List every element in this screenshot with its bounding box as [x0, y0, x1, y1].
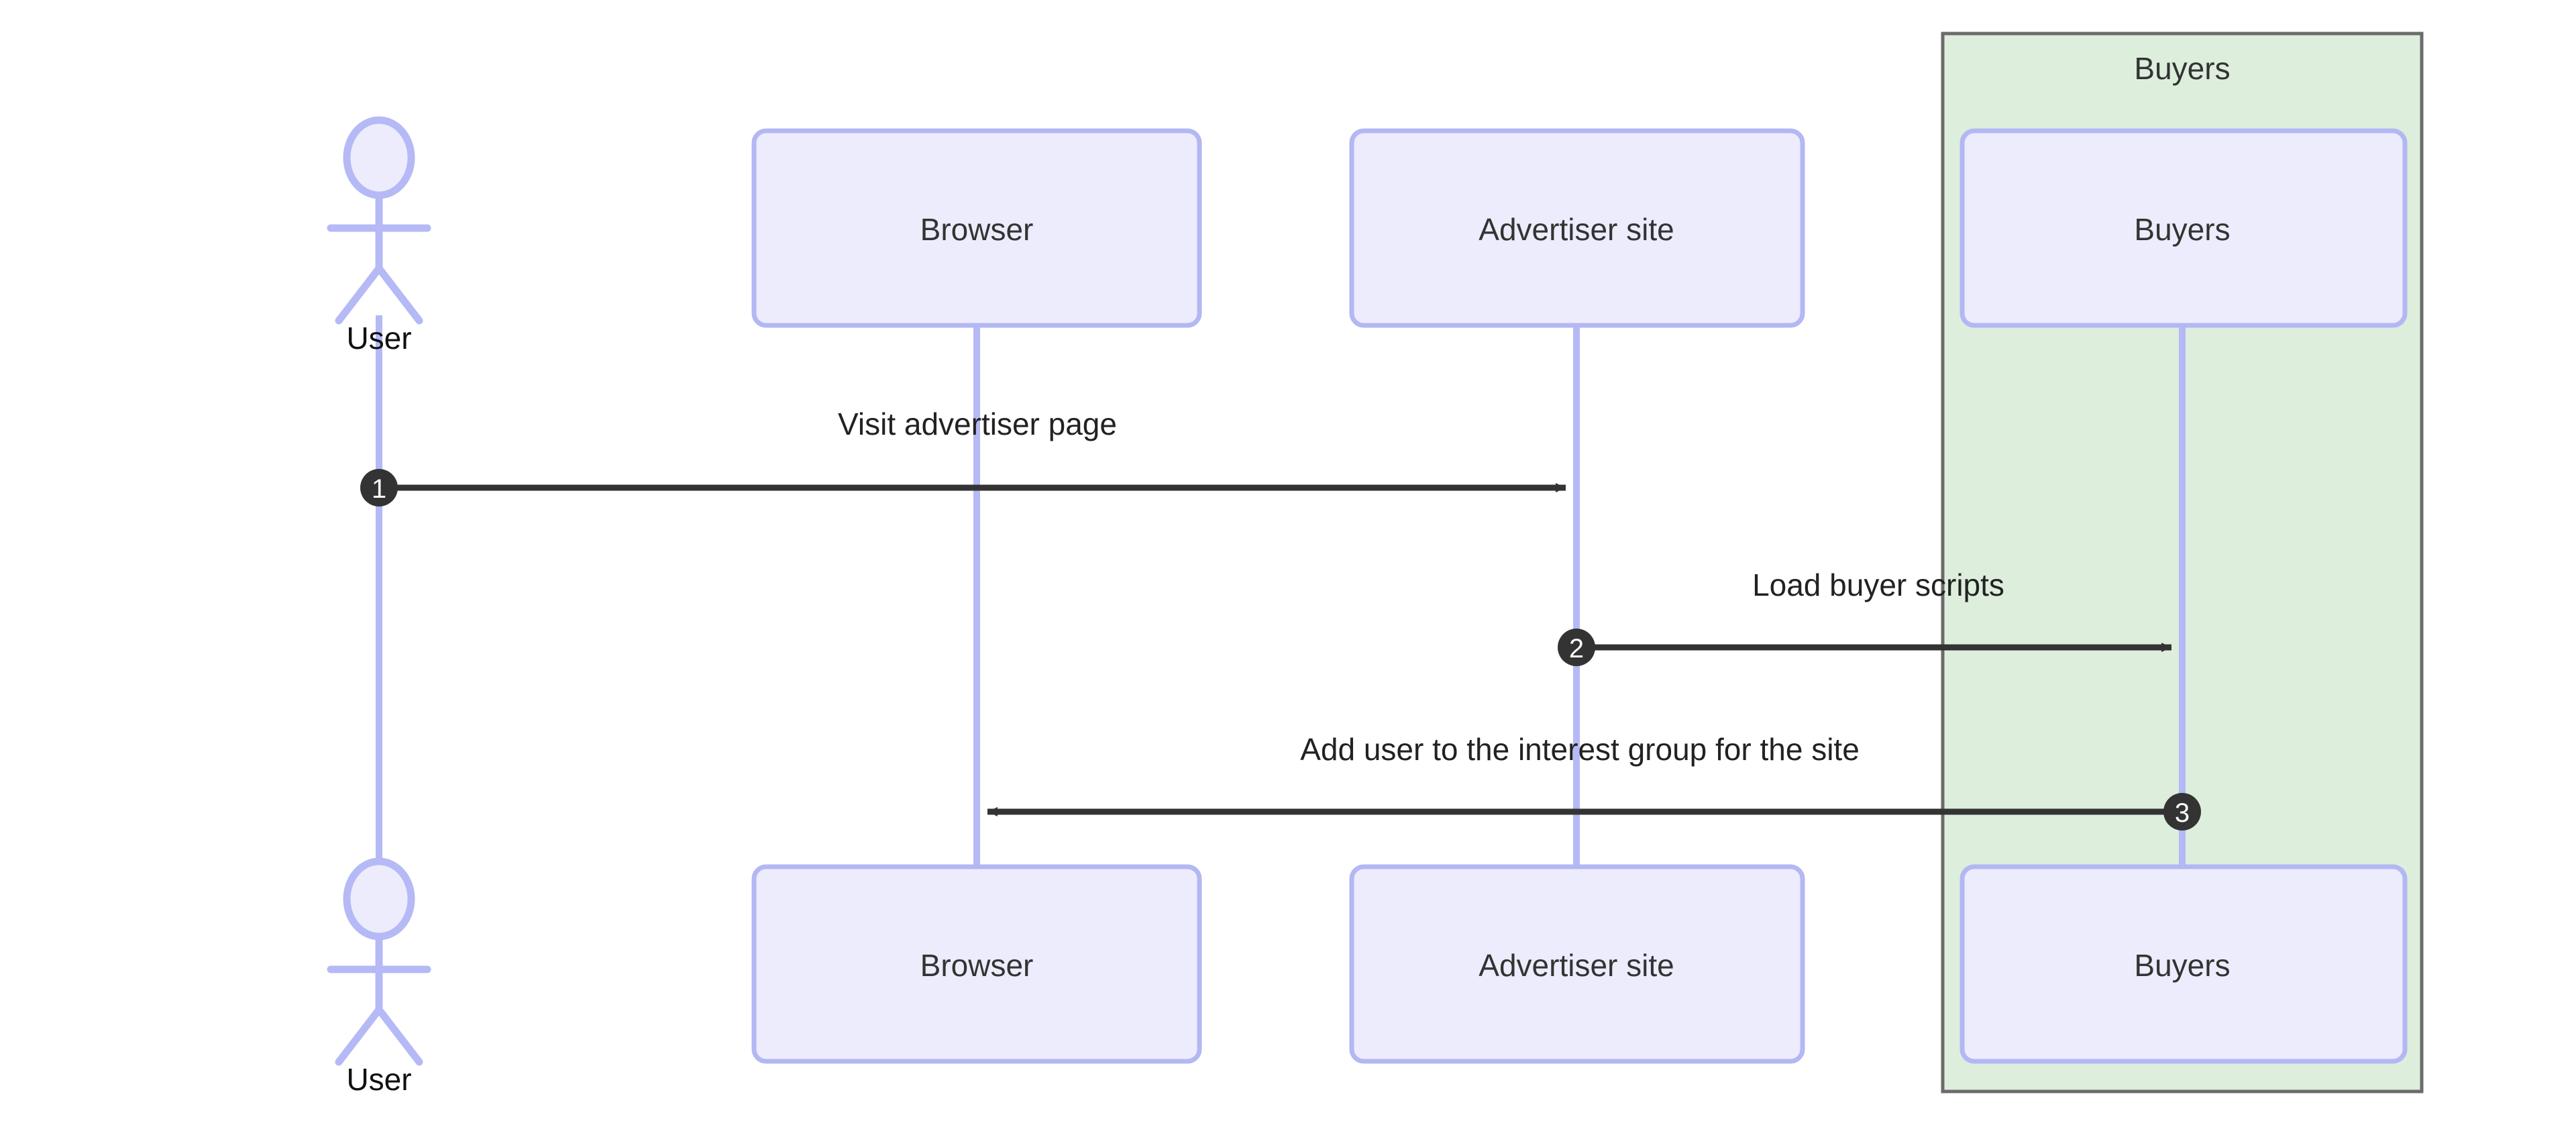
participant-box-rect[interactable] [1960, 864, 2408, 1064]
participant-label-buyers-top: Buyers [2134, 212, 2230, 247]
sequence-number-3: 3 [2175, 798, 2190, 828]
participant-label-buyers-bottom: Buyers [2134, 948, 2230, 983]
participant-box-rect[interactable] [1960, 128, 2408, 328]
participant-label-browser-bottom: Browser [920, 948, 1034, 983]
participant-box-rect[interactable] [751, 128, 1202, 328]
sequence-marker-3[interactable] [2163, 793, 2201, 831]
sequence-marker-1[interactable] [360, 469, 398, 506]
actor-figure-icon [327, 116, 431, 325]
lifelines [376, 315, 2186, 872]
participant-label-browser-top: Browser [920, 212, 1034, 247]
participant-box-advertiser-site-bottom[interactable]: Advertiser site [1349, 864, 1805, 1064]
participant-box-buyers-bottom[interactable]: Buyers [1960, 864, 2408, 1064]
actor-label-user-bottom: User [346, 1062, 411, 1097]
actor-leg-left-icon [335, 1006, 383, 1066]
actor-label-user-top: User [346, 321, 411, 356]
actor-leg-left-icon [335, 264, 383, 325]
message-1[interactable]: Visit advertiser page 1 [360, 407, 1566, 506]
actor-user-top[interactable]: User [327, 116, 431, 356]
sequence-marker-2[interactable] [1558, 629, 1595, 666]
actor-leg-right-icon [375, 1006, 423, 1066]
participant-box-rect[interactable] [751, 864, 1202, 1064]
participant-box-advertiser-site-top[interactable]: Advertiser site [1349, 128, 1805, 328]
participant-box-buyers-top[interactable]: Buyers [1960, 128, 2408, 328]
actor-head-icon [343, 116, 415, 199]
actor-user-bottom[interactable]: User [327, 857, 431, 1097]
message-label-1: Visit advertiser page [838, 407, 1117, 441]
message-3[interactable]: Add user to the interest group for the s… [987, 732, 2201, 831]
sequence-number-2: 2 [1569, 634, 1584, 663]
actor-head-icon [343, 857, 415, 941]
sequence-number-1: 1 [372, 474, 386, 504]
message-2[interactable]: Load buyer scripts 2 [1558, 568, 2171, 666]
actor-leg-right-icon [375, 264, 423, 325]
participant-box-rect[interactable] [1349, 128, 1805, 328]
actor-figure-icon [327, 857, 431, 1066]
participant-box-browser-top[interactable]: Browser [751, 128, 1202, 328]
participant-label-advertiser-site-bottom: Advertiser site [1479, 948, 1674, 983]
group-box-label: Buyers [2134, 51, 2230, 86]
participant-label-advertiser-site-top: Advertiser site [1479, 212, 1674, 247]
participant-box-browser-bottom[interactable]: Browser [751, 864, 1202, 1064]
message-label-2: Load buyer scripts [1752, 568, 2004, 602]
participant-box-rect[interactable] [1349, 864, 1805, 1064]
message-label-3: Add user to the interest group for the s… [1300, 732, 1860, 767]
